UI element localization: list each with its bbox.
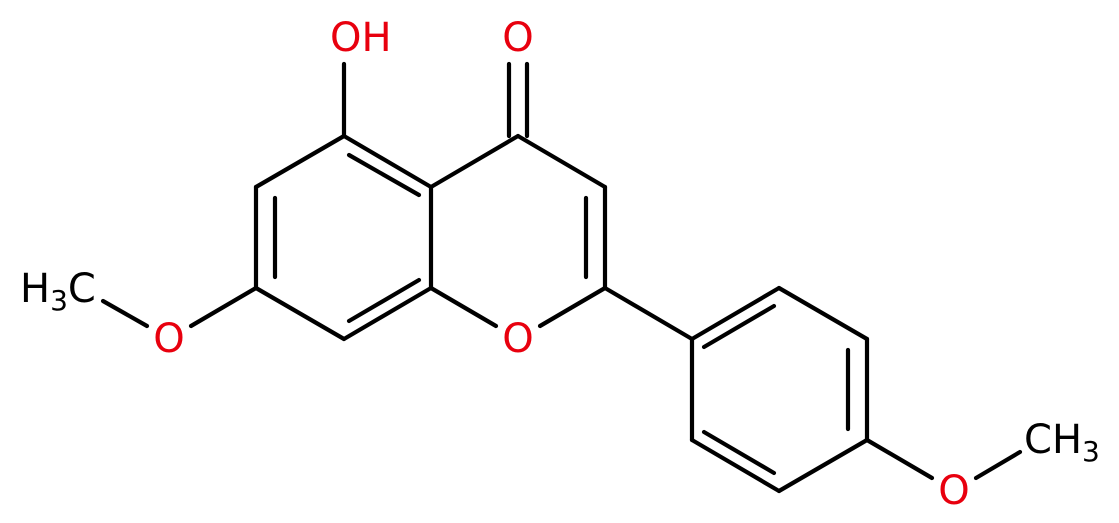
bond-o1-c8a: [428, 285, 499, 329]
bond-c5-c6: [253, 133, 347, 190]
bond-c1p-c2p: [689, 285, 782, 342]
bond-c4a-c5: [341, 133, 434, 190]
methoxy-right-c: C: [1024, 417, 1052, 463]
bond-c7-o: [188, 285, 259, 329]
hydroxyl-label: OH: [330, 15, 392, 61]
methoxy-left-c: C: [68, 266, 96, 312]
methoxy-left-subscript: 3: [50, 284, 68, 317]
bond-o-ch3-right: [973, 449, 1023, 481]
bond-c4p-c5p: [776, 437, 870, 494]
atom-labels: OH O O O H3C O CH3: [20, 15, 1100, 514]
bond-c4a-c4: [428, 133, 521, 190]
methoxy-right-oxygen-label: O: [938, 468, 969, 514]
bond-o-ch3-left: [100, 298, 150, 329]
carbonyl-oxygen-label: O: [502, 15, 533, 61]
bond-c8-c8a-inner: [346, 277, 422, 324]
methoxy-left-oxygen-label: O: [153, 316, 184, 362]
bond-c1p-c2p-inner: [701, 303, 777, 350]
bond-c5p-c6p: [689, 437, 782, 494]
methoxy-right-h: H: [1052, 417, 1082, 463]
bond-c4a-c5-inner: [346, 152, 422, 198]
bonds: [100, 61, 1023, 494]
bond-c2p-c3p: [776, 285, 870, 342]
methoxy-right-methyl-label: CH3: [1024, 417, 1100, 468]
methoxy-right-subscript: 3: [1082, 435, 1100, 468]
methoxy-left-h: H: [20, 266, 50, 312]
ring-oxygen-label: O: [502, 316, 533, 362]
methoxy-left-methyl-label: H3C: [20, 266, 96, 317]
bond-c8-c8a: [341, 285, 434, 342]
bond-c4-c3: [515, 133, 608, 190]
hydroxyl-h: H: [361, 15, 391, 61]
hydroxyl-o: O: [330, 15, 361, 61]
bond-c2-o1: [537, 285, 608, 329]
bond-c7-c8: [253, 285, 347, 342]
bond-c5p-c6p-inner: [701, 429, 777, 476]
bond-c4p-o: [864, 437, 935, 481]
bond-c2-c1p: [602, 285, 695, 342]
